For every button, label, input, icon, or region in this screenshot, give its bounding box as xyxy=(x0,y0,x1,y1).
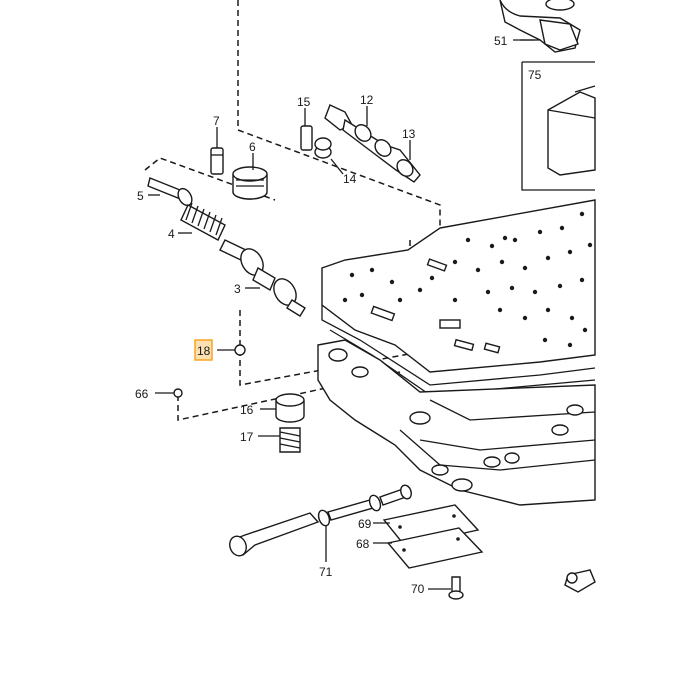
callout-75: 75 xyxy=(528,68,542,82)
callout-6: 6 xyxy=(249,140,256,154)
callout-16: 16 xyxy=(240,403,254,417)
callout-68: 68 xyxy=(356,537,370,551)
part-5 xyxy=(147,177,193,207)
part-68-gasket xyxy=(386,527,484,569)
callout-18-highlight xyxy=(194,339,213,361)
part-75-box xyxy=(521,61,596,191)
part-7 xyxy=(210,147,224,175)
callout-70: 70 xyxy=(411,582,425,596)
part-71-shaft xyxy=(229,484,412,557)
part-70-bolt xyxy=(448,576,464,600)
callout-5: 5 xyxy=(137,189,144,203)
part-51-assembly xyxy=(499,0,581,53)
callout-12: 12 xyxy=(360,93,374,107)
callout-51: 51 xyxy=(494,34,508,48)
part-3-spool xyxy=(219,239,306,317)
callout-66: 66 xyxy=(135,387,149,401)
part-17-spring xyxy=(279,427,301,453)
callout-3: 3 xyxy=(234,282,241,296)
partial-part-bottom-right xyxy=(564,569,596,593)
callout-18: 18 xyxy=(197,344,211,358)
callout-4: 4 xyxy=(168,227,175,241)
callout-labels: 51 75 15 12 7 13 6 14 5 4 3 18 66 16 17 … xyxy=(135,34,542,596)
part-12-13-spool xyxy=(324,104,421,183)
part-4-spring xyxy=(180,202,226,241)
plate-holes xyxy=(342,211,593,348)
callout-15: 15 xyxy=(297,95,311,109)
valve-body-assembly xyxy=(317,199,596,506)
part-15 xyxy=(300,125,313,151)
part-66-ball xyxy=(173,388,183,398)
part-6 xyxy=(232,166,268,200)
callout-13: 13 xyxy=(402,127,416,141)
leader-lines xyxy=(148,39,535,590)
callout-7: 7 xyxy=(213,114,220,128)
part-14 xyxy=(314,137,332,159)
part-69-plate xyxy=(382,504,480,547)
part-16-cap xyxy=(275,393,305,423)
callout-17: 17 xyxy=(240,430,254,444)
callout-69: 69 xyxy=(358,517,372,531)
callout-14: 14 xyxy=(343,172,357,186)
part-18-ball xyxy=(234,344,246,356)
callout-71: 71 xyxy=(319,565,333,579)
